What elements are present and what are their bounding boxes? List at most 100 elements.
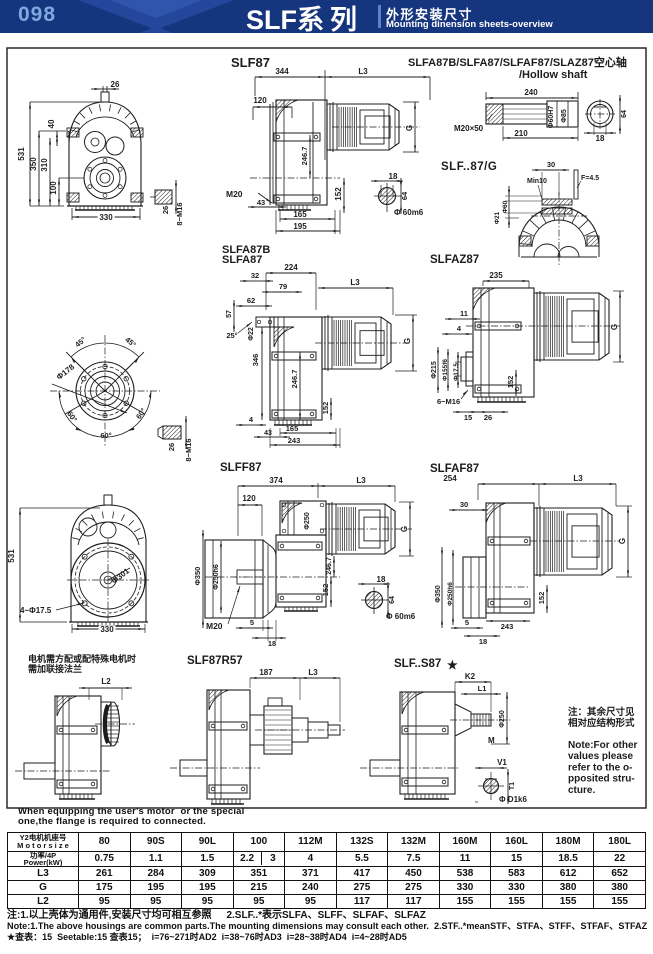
svg-text:SLFF87: SLFF87 — [220, 462, 262, 474]
svg-text:26: 26 — [167, 443, 176, 451]
svg-text:57: 57 — [226, 310, 233, 318]
svg-text:Φ21: Φ21 — [494, 211, 501, 224]
svg-text:Φ 60m6: Φ 60m6 — [394, 208, 424, 217]
svg-text:SLF87R57: SLF87R57 — [187, 655, 243, 667]
svg-text:344: 344 — [275, 67, 289, 76]
svg-text:531: 531 — [17, 147, 26, 161]
svg-text:SLFA87B/SLFA87/SLFAF87/SLAZ87空: SLFA87B/SLFA87/SLFAF87/SLAZ87空心轴 — [408, 55, 627, 69]
svg-text:15: 15 — [464, 413, 472, 422]
svg-text:165: 165 — [286, 424, 299, 433]
svg-text:330: 330 — [100, 625, 114, 634]
svg-text:531: 531 — [7, 549, 16, 563]
svg-text:235: 235 — [489, 271, 503, 280]
svg-text:refer to the o-: refer to the o- — [568, 762, 632, 773]
svg-text:152: 152 — [334, 187, 343, 201]
svg-text:330: 330 — [99, 213, 113, 222]
svg-text:60°: 60° — [65, 409, 79, 423]
svg-text:pposited stru-: pposited stru- — [568, 774, 635, 785]
svg-text:224: 224 — [284, 263, 298, 272]
svg-text:需加联接法兰: 需加联接法兰 — [28, 663, 82, 674]
svg-text:18: 18 — [479, 637, 487, 646]
svg-text:43: 43 — [264, 430, 272, 437]
svg-text:L3: L3 — [573, 474, 583, 483]
svg-text:18: 18 — [596, 134, 605, 143]
svg-text:246.7: 246.7 — [290, 370, 299, 389]
svg-text:★: ★ — [447, 658, 458, 672]
svg-text:346: 346 — [251, 354, 260, 367]
svg-text:Φ250: Φ250 — [304, 512, 311, 530]
svg-text:Φ250h6: Φ250h6 — [213, 564, 220, 590]
svg-text:64: 64 — [621, 110, 628, 118]
svg-text:SLF..S87: SLF..S87 — [394, 658, 441, 670]
svg-text:30: 30 — [547, 160, 555, 169]
svg-text:62: 62 — [247, 296, 255, 305]
svg-text:243: 243 — [501, 622, 514, 631]
svg-text:F=4.5: F=4.5 — [581, 175, 599, 182]
svg-text:注：其余尺寸见: 注：其余尺寸见 — [568, 706, 635, 718]
svg-text:26: 26 — [484, 413, 492, 422]
svg-text:电机需方配或配特殊电机时: 电机需方配或配特殊电机时 — [28, 653, 136, 664]
svg-text:Φ60: Φ60 — [502, 200, 509, 213]
svg-text:79: 79 — [279, 282, 287, 291]
svg-text:Φ350: Φ350 — [193, 567, 202, 586]
svg-text:L3: L3 — [356, 476, 366, 485]
svg-text:Φ215: Φ215 — [431, 361, 438, 379]
svg-text:64: 64 — [400, 191, 409, 200]
svg-text:L3: L3 — [308, 668, 318, 677]
svg-text:187: 187 — [259, 668, 273, 677]
svg-text:L3: L3 — [350, 278, 360, 287]
svg-text:Φ178: Φ178 — [55, 362, 77, 382]
svg-text:G: G — [610, 324, 619, 330]
svg-text:152: 152 — [506, 376, 515, 389]
svg-text:6−M16: 6−M16 — [437, 397, 460, 406]
svg-text:243: 243 — [288, 436, 301, 445]
svg-text:G: G — [618, 538, 627, 544]
svg-text:374: 374 — [269, 476, 283, 485]
svg-text:25°: 25° — [226, 331, 237, 340]
svg-text:G: G — [403, 338, 412, 344]
svg-text:246.7: 246.7 — [300, 147, 309, 166]
svg-text:K2: K2 — [465, 672, 476, 681]
svg-text:165: 165 — [293, 210, 307, 219]
svg-text:L1: L1 — [478, 684, 487, 693]
svg-text:Φ350: Φ350 — [435, 585, 442, 603]
svg-text:M20×50: M20×50 — [454, 124, 484, 133]
svg-text:8−M16: 8−M16 — [175, 202, 184, 225]
svg-text:Φ 60m6: Φ 60m6 — [386, 612, 416, 621]
svg-text:5: 5 — [465, 618, 469, 627]
svg-text:152: 152 — [321, 402, 330, 415]
svg-text:254: 254 — [443, 474, 457, 483]
svg-text:Φ250h6: Φ250h6 — [447, 582, 454, 606]
svg-text:Note:For other: Note:For other — [568, 740, 638, 751]
svg-text:cture.: cture. — [568, 785, 595, 796]
svg-text:26: 26 — [111, 80, 120, 89]
svg-text:18: 18 — [268, 639, 276, 648]
svg-text:152: 152 — [537, 592, 546, 605]
svg-text:350: 350 — [29, 157, 38, 171]
svg-text:Φ250: Φ250 — [499, 710, 506, 728]
svg-text:18: 18 — [377, 575, 386, 584]
svg-text:8−M16: 8−M16 — [184, 438, 193, 461]
svg-text:11: 11 — [460, 309, 468, 318]
svg-text:SLF..87/G: SLF..87/G — [441, 161, 497, 173]
svg-text:Φ60H7: Φ60H7 — [548, 106, 555, 129]
svg-text:Φ155f6: Φ155f6 — [442, 359, 449, 381]
svg-text:310: 310 — [40, 158, 49, 172]
svg-text:240: 240 — [524, 88, 538, 97]
svg-text:SLFA87B: SLFA87B — [222, 244, 270, 256]
svg-text:60°: 60° — [100, 431, 111, 440]
svg-text:18: 18 — [389, 172, 398, 181]
svg-text:4: 4 — [249, 415, 254, 424]
svg-text:Φ85: Φ85 — [561, 109, 568, 123]
svg-text:100: 100 — [49, 181, 58, 195]
svg-text:40: 40 — [47, 119, 56, 128]
svg-text:values please: values please — [568, 751, 633, 762]
svg-text:SLF87: SLF87 — [231, 55, 270, 70]
svg-text:G: G — [405, 125, 414, 131]
svg-text:4~Φ17.5: 4~Φ17.5 — [20, 606, 52, 615]
svg-text:G: G — [400, 526, 409, 532]
svg-text:120: 120 — [242, 494, 256, 503]
svg-text:120: 120 — [253, 96, 267, 105]
svg-text:V1: V1 — [497, 758, 507, 767]
svg-text:195: 195 — [293, 222, 307, 231]
